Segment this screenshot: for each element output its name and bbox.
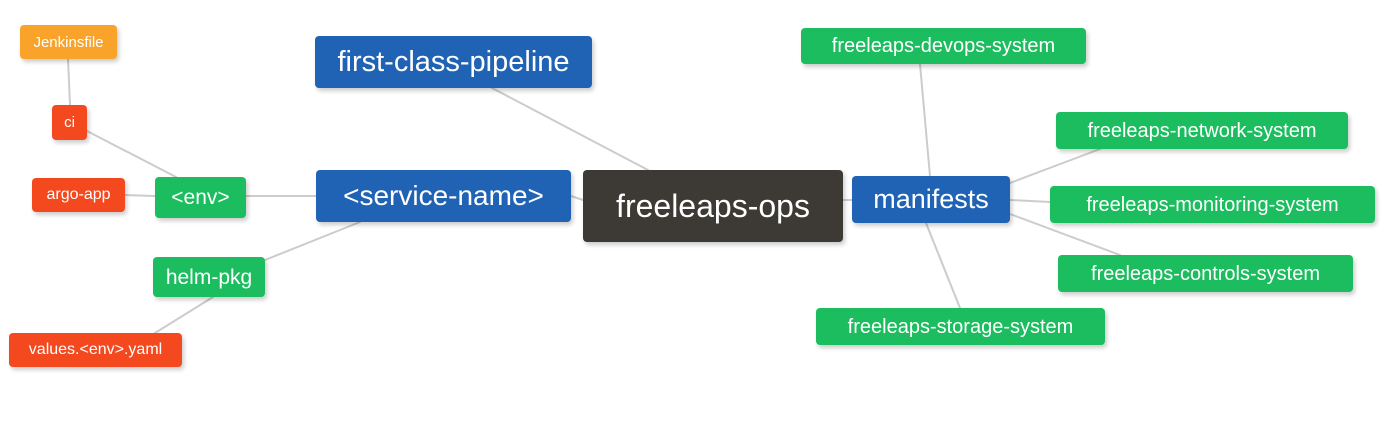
mindmap-node-manifests[interactable]: manifests	[852, 176, 1010, 223]
mindmap-edge-manifests-to-freeleaps-devops-system	[919, 63, 931, 177]
mindmap-node-label: values.<env>.yaml	[28, 341, 163, 358]
mindmap-node-freeleaps-storage-system[interactable]: freeleaps-storage-system	[816, 308, 1105, 345]
mindmap-node-label: freeleaps-ops	[616, 188, 810, 224]
mindmap-edge-helm-pkg-to-service-name	[264, 221, 361, 261]
mindmap-node-label: first-class-pipeline	[337, 45, 570, 78]
mindmap-node-ci[interactable]: ci	[52, 105, 87, 140]
mindmap-node-argo-app[interactable]: argo-app	[32, 178, 125, 212]
mindmap-node-label: ci	[64, 114, 75, 131]
mindmap-node-label: freeleaps-devops-system	[831, 35, 1056, 57]
mindmap-node-helm-pkg[interactable]: helm-pkg	[153, 257, 265, 297]
mindmap-edge-manifests-to-freeleaps-network-system	[1009, 148, 1101, 184]
mindmap-edge-jenkinsfile-to-ci	[67, 58, 71, 106]
mindmap-node-first-class-pipeline[interactable]: first-class-pipeline	[315, 36, 592, 88]
mindmap-node-label: <env>	[171, 186, 230, 209]
mindmap-edge-manifests-to-freeleaps-storage-system	[925, 222, 961, 309]
mindmap-edge-values-yaml-to-helm-pkg	[154, 296, 214, 334]
mindmap-node-label: freeleaps-controls-system	[1091, 262, 1320, 285]
mindmap-node-label: freeleaps-network-system	[1087, 119, 1317, 142]
mindmap-node-label: helm-pkg	[165, 265, 253, 289]
mindmap-node-freeleaps-network-system[interactable]: freeleaps-network-system	[1056, 112, 1348, 149]
mindmap-edge-argo-app-to-env	[124, 194, 156, 197]
mindmap-node-freeleaps-controls-system[interactable]: freeleaps-controls-system	[1058, 255, 1353, 292]
mindmap-edge-ci-to-env	[86, 130, 177, 178]
mindmap-edge-first-class-pipeline-to-freeleaps-ops	[491, 87, 649, 171]
mindmap-node-label: <service-name>	[343, 180, 544, 211]
mindmap-node-label: Jenkinsfile	[33, 33, 104, 51]
mindmap-node-label: argo-app	[46, 186, 111, 203]
mindmap-node-label: freeleaps-monitoring-system	[1086, 193, 1339, 216]
mindmap-edge-service-name-to-freeleaps-ops	[570, 195, 584, 201]
mindmap-node-service-name[interactable]: <service-name>	[316, 170, 571, 222]
mindmap-node-jenkinsfile[interactable]: Jenkinsfile	[20, 25, 117, 59]
mindmap-node-freeleaps-devops-system[interactable]: freeleaps-devops-system	[801, 28, 1086, 64]
mindmap-node-env[interactable]: <env>	[155, 177, 246, 218]
mindmap-node-freeleaps-monitoring-system[interactable]: freeleaps-monitoring-system	[1050, 186, 1375, 223]
mindmap-node-freeleaps-ops[interactable]: freeleaps-ops	[583, 170, 843, 242]
mindmap-node-label: freeleaps-storage-system	[847, 315, 1074, 338]
mindmap-edge-manifests-to-freeleaps-monitoring-system	[1009, 199, 1051, 203]
mindmap-node-values-yaml[interactable]: values.<env>.yaml	[9, 333, 182, 367]
mindmap-node-label: manifests	[873, 184, 989, 214]
